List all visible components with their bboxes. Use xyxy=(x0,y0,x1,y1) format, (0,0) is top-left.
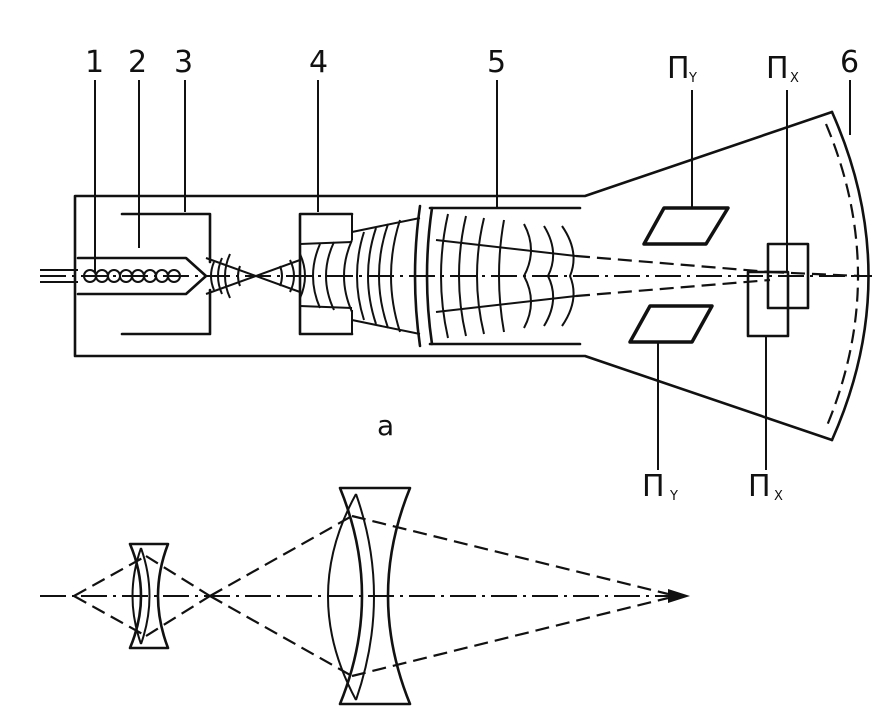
label-5: 5 xyxy=(487,45,506,80)
x-plate-left xyxy=(746,270,790,338)
focal-arrow xyxy=(668,589,690,603)
label-py-bottom: П xyxy=(642,469,665,504)
label-4: 4 xyxy=(309,45,328,80)
caption-a: а xyxy=(377,409,394,442)
label-2: 2 xyxy=(128,45,147,80)
label-px-top: П xyxy=(766,51,789,86)
label-px-top-sub: X xyxy=(790,71,799,86)
heater-leads xyxy=(40,269,78,283)
label-1: 1 xyxy=(85,45,104,80)
modulator-electrode xyxy=(120,212,212,336)
lens-analogy xyxy=(40,486,690,706)
label-px-bottom-sub: X xyxy=(774,489,783,504)
small-lens xyxy=(128,542,170,650)
label-py-bottom-sub: Y xyxy=(669,489,678,504)
leader-lines xyxy=(94,80,851,470)
first-anode-lines xyxy=(299,214,353,334)
crt-tube: 1 2 3 4 5 6 П Y П X П Y П X а xyxy=(40,45,872,504)
label-3: 3 xyxy=(174,45,193,80)
focus-field-lines xyxy=(351,217,421,335)
lens-rays xyxy=(73,514,669,678)
label-py-top: П xyxy=(667,51,690,86)
y-plate-bottom xyxy=(628,304,714,344)
y-plate-top xyxy=(642,206,730,246)
label-px-bottom: П xyxy=(748,469,771,504)
first-anode xyxy=(298,212,354,336)
label-py-top-sub: Y xyxy=(688,71,697,86)
label-6: 6 xyxy=(840,45,859,80)
